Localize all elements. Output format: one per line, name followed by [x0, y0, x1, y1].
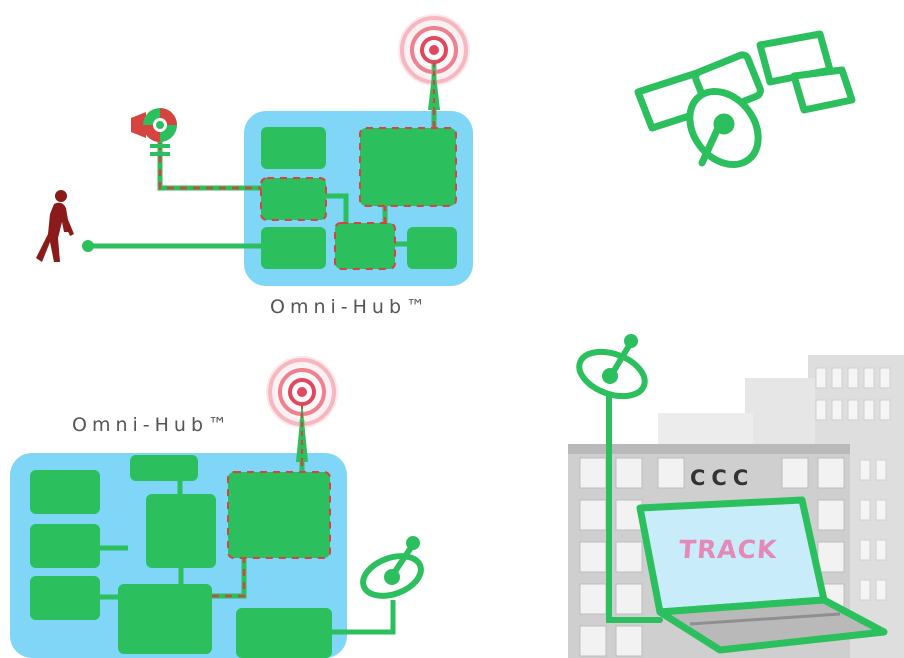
building-sign: CCC — [690, 466, 755, 490]
laptop-screen-text: TRACK — [677, 535, 779, 564]
hub-module — [30, 455, 332, 658]
hub-label: Omni-Hub™ — [270, 296, 431, 318]
hub-bottom — [10, 356, 396, 658]
satellite-icon — [634, 30, 856, 169]
hub-label: Omni-Hub™ — [72, 414, 233, 436]
hub-top — [82, 14, 473, 286]
hub-module — [261, 127, 457, 269]
satellite-dish-icon — [576, 334, 663, 623]
satellite-dish-icon — [360, 536, 424, 599]
antenna-icon — [266, 356, 338, 462]
person-icon — [36, 190, 74, 262]
laptop-icon — [636, 496, 888, 654]
camera-icon — [131, 108, 177, 156]
hub-module-active — [260, 127, 457, 270]
hub-module-active — [227, 471, 331, 559]
antenna-icon — [398, 14, 470, 110]
